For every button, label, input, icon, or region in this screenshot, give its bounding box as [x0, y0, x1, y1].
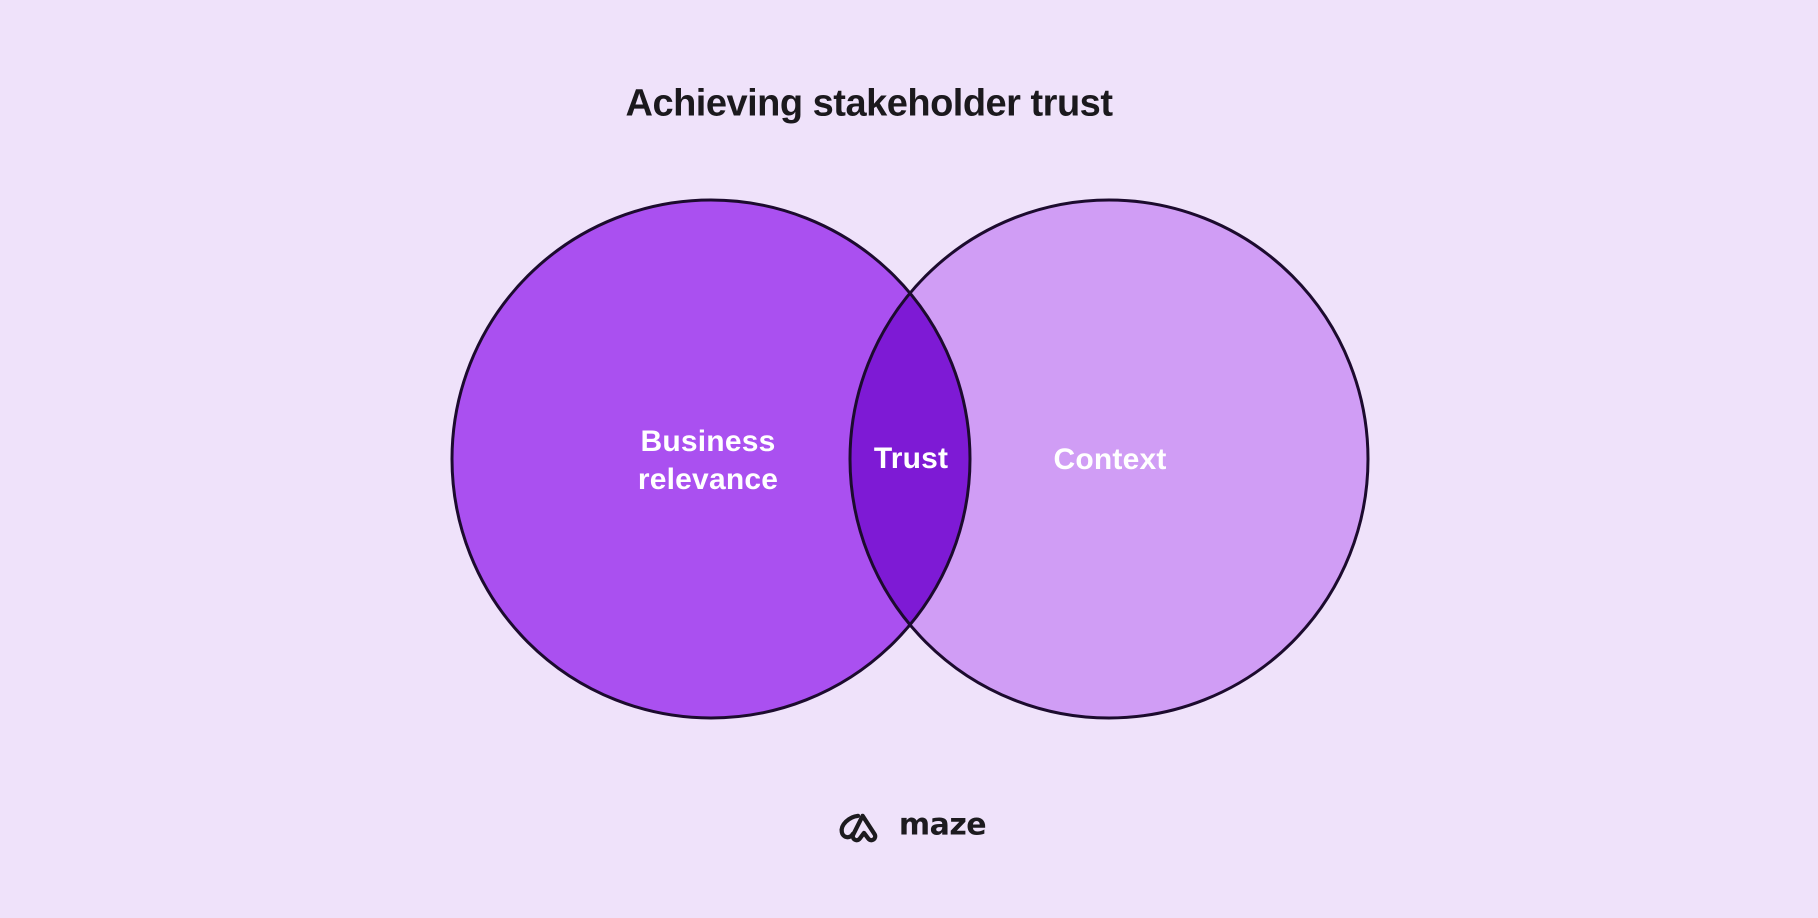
venn-label-context: Context: [1053, 443, 1167, 476]
venn-circle-context: [850, 200, 1368, 718]
maze-logo: maze: [834, 807, 987, 845]
maze-logo-icon: [839, 813, 878, 843]
venn-circle-business-relevance: [452, 200, 970, 718]
venn-circle-left-outline: [450, 198, 972, 720]
venn-label-business-relevance: Business relevance: [637, 425, 779, 496]
venn-label-trust: Trust: [873, 442, 949, 475]
maze-logo-wordmark: maze: [898, 807, 987, 842]
venn-circle-right-outline: [848, 198, 1370, 720]
page-title: Achieving stakeholder trust: [625, 82, 1113, 125]
